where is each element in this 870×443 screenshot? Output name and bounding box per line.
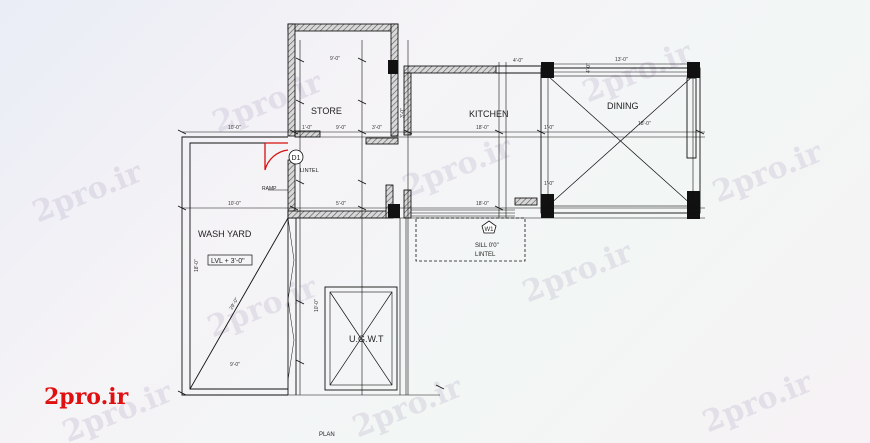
- svg-text:18'-0": 18'-0": [476, 125, 489, 131]
- svg-text:1'-0": 1'-0": [544, 125, 554, 131]
- svg-text:5'-0": 5'-0": [336, 201, 346, 207]
- svg-text:10'-0": 10'-0": [228, 125, 241, 131]
- svg-text:10'-0": 10'-0": [228, 201, 241, 207]
- svg-text:3'-0": 3'-0": [400, 108, 406, 118]
- tank-label: U.G.W.T: [349, 334, 384, 344]
- svg-text:9'-0": 9'-0": [230, 362, 240, 368]
- room-label-wash-yard: WASH YARD: [198, 229, 252, 239]
- sill-label: SILL 0'0": [475, 243, 499, 249]
- svg-text:10'-0": 10'-0": [314, 299, 320, 312]
- room-label-dining: DINING: [607, 101, 639, 111]
- svg-text:3'-0": 3'-0": [372, 125, 382, 131]
- svg-text:LVL + 3'-0": LVL + 3'-0": [211, 258, 245, 265]
- dimension-labels: 9'-0" 10'-0" 10'-0" 9'-0" 18'-0" 18'-0" …: [194, 56, 651, 368]
- dining-window: [554, 63, 687, 73]
- room-label-store: STORE: [311, 106, 342, 116]
- columns: [388, 60, 700, 219]
- site-logo: 2pro.ir: [44, 384, 129, 410]
- plan-lines: [181, 40, 705, 396]
- level-box: LVL + 3'-0": [207, 254, 253, 266]
- svg-text:1'-0": 1'-0": [544, 181, 554, 187]
- svg-text:4'-0": 4'-0": [513, 58, 523, 64]
- svg-text:9'-0": 9'-0": [330, 56, 340, 62]
- svg-text:9'-0": 9'-0": [336, 125, 346, 131]
- window-lines: [411, 209, 515, 217]
- svg-text:1'-0": 1'-0": [302, 125, 312, 131]
- window-projection: [415, 217, 526, 262]
- svg-text:18'-0": 18'-0": [476, 201, 489, 207]
- dimension-ticks: [177, 57, 705, 396]
- svg-text:18'-0": 18'-0": [194, 259, 200, 272]
- window-lintel-label: LINTEL: [475, 252, 496, 258]
- door-swing: [264, 142, 289, 171]
- room-label-kitchen: KITCHEN: [469, 109, 509, 119]
- ramp-label: RAMP: [262, 186, 277, 192]
- door-tag: D1: [288, 149, 304, 165]
- svg-text:29'-0": 29'-0": [229, 297, 241, 311]
- window-tag: W1: [481, 220, 497, 234]
- plan-caption: PLAN: [319, 432, 335, 438]
- svg-text:W1: W1: [485, 227, 495, 233]
- svg-text:18'-0": 18'-0": [638, 121, 651, 127]
- door-lintel-label: LINTEL: [300, 168, 319, 174]
- svg-text:13'-0": 13'-0": [615, 57, 628, 63]
- svg-text:D1: D1: [292, 155, 301, 162]
- svg-text:4'-0": 4'-0": [586, 63, 592, 73]
- store-walls: [287, 23, 538, 219]
